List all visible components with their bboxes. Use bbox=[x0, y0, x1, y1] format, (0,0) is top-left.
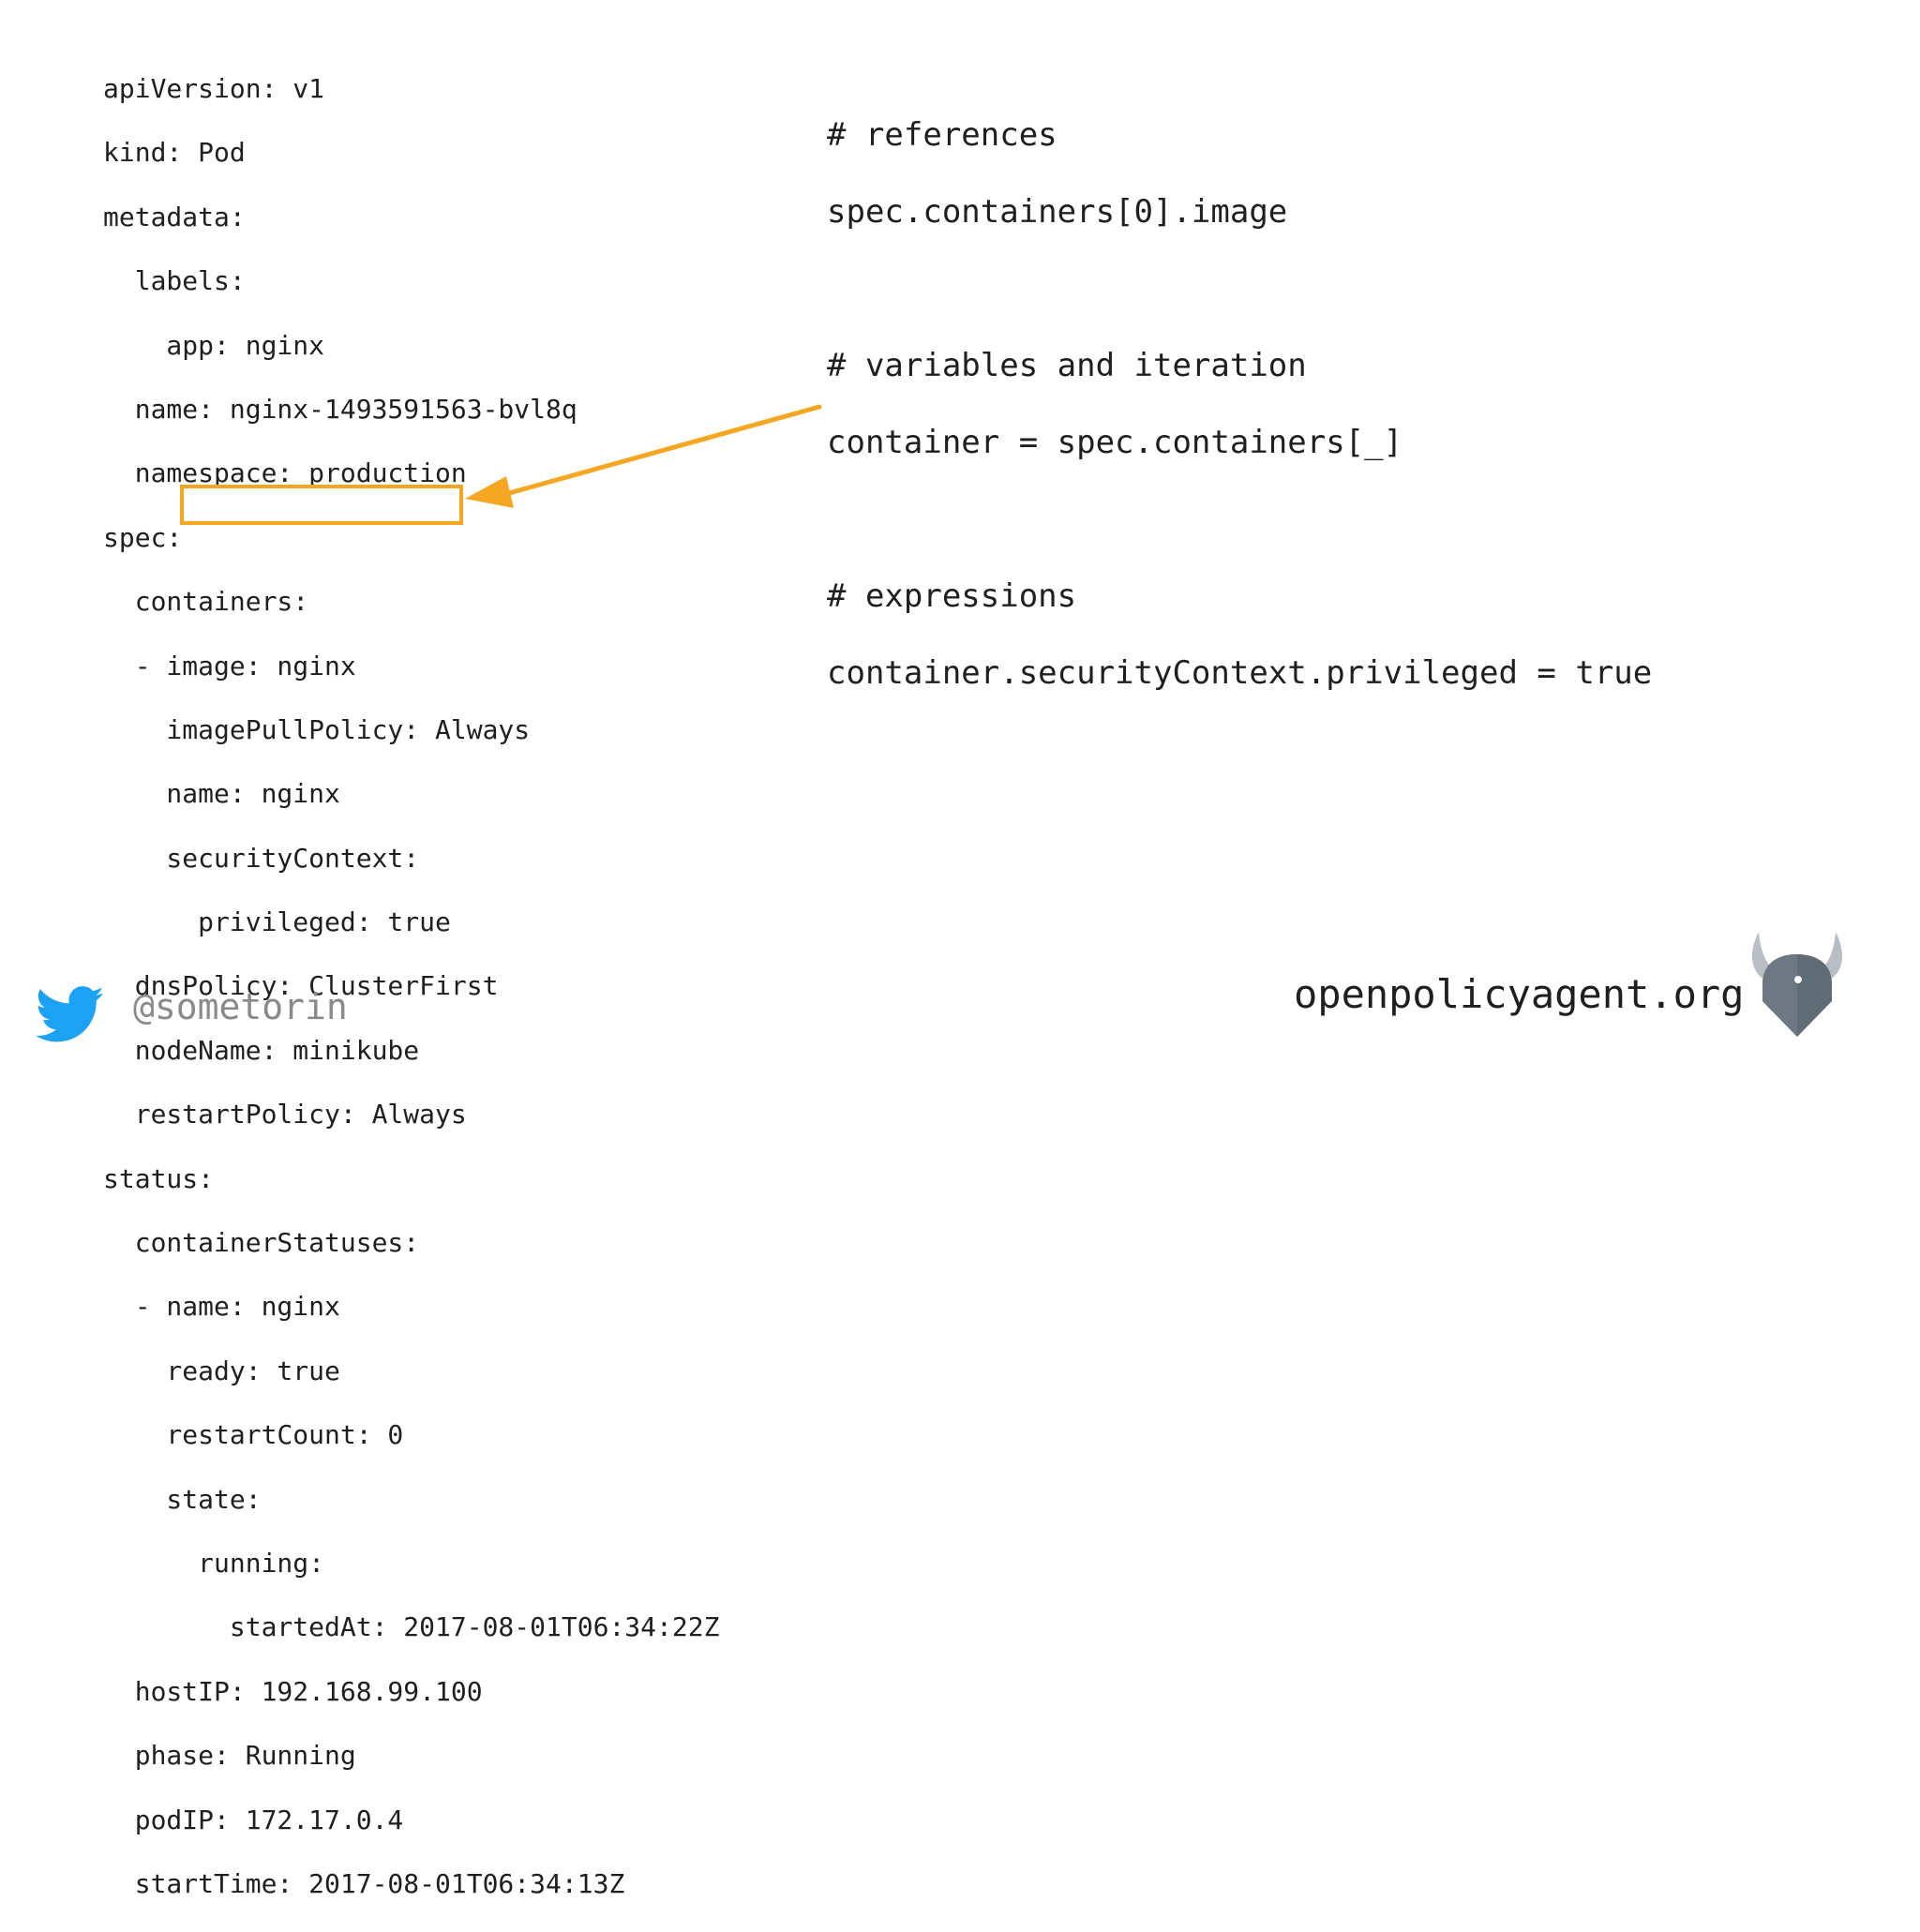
yaml-line-privileged: privileged: true bbox=[103, 906, 451, 938]
yaml-line: restartPolicy: Always bbox=[103, 1099, 467, 1131]
yaml-line: containers: bbox=[103, 586, 309, 618]
rego-line: spec.containers[0].image bbox=[827, 193, 1288, 231]
privileged-highlight-box bbox=[180, 485, 463, 525]
yaml-line: apiVersion: v1 bbox=[103, 73, 325, 104]
yaml-line: running: bbox=[103, 1547, 325, 1579]
yaml-line: imagePullPolicy: Always bbox=[103, 713, 531, 745]
rego-comment-variables: # variables and iteration bbox=[827, 347, 1307, 384]
yaml-line: phase: Running bbox=[103, 1740, 356, 1772]
yaml-line: state: bbox=[103, 1483, 262, 1515]
yaml-line: ready: true bbox=[103, 1355, 340, 1386]
twitter-bird-icon bbox=[36, 986, 104, 1042]
yaml-line: - name: nginx bbox=[103, 1291, 340, 1323]
rego-comment-expressions: # expressions bbox=[827, 577, 1077, 615]
yaml-line: startTime: 2017-08-01T06:34:13Z bbox=[103, 1867, 625, 1899]
rego-line: container.securityContext.privileged = t… bbox=[827, 654, 1653, 692]
yaml-line: startedAt: 2017-08-01T06:34:22Z bbox=[103, 1611, 720, 1643]
yaml-line: name: nginx-1493591563-bvl8q bbox=[103, 393, 578, 425]
yaml-line: labels: bbox=[103, 265, 246, 297]
opa-logo-eye bbox=[1794, 976, 1802, 983]
site-url: openpolicyagent.org bbox=[1294, 971, 1745, 1017]
yaml-line: status: bbox=[103, 1162, 215, 1194]
yaml-line: namespace: production bbox=[103, 457, 467, 489]
yaml-line: nodeName: minikube bbox=[103, 1034, 420, 1066]
yaml-line: podIP: 172.17.0.4 bbox=[103, 1804, 404, 1835]
yaml-line: hostIP: 192.168.99.100 bbox=[103, 1675, 483, 1707]
yaml-line: metadata: bbox=[103, 201, 246, 232]
yaml-line: restartCount: 0 bbox=[103, 1419, 404, 1451]
opa-logo-icon bbox=[1752, 932, 1842, 1037]
rego-line: container = spec.containers[_] bbox=[827, 424, 1403, 461]
yaml-line: app: nginx bbox=[103, 329, 325, 361]
rego-blank bbox=[827, 501, 1652, 539]
opa-logo-helmet-shade bbox=[1762, 954, 1797, 1037]
yaml-line: containerStatuses: bbox=[103, 1227, 420, 1259]
yaml-line: kind: Pod bbox=[103, 137, 246, 169]
yaml-line: - image: nginx bbox=[103, 650, 356, 681]
yaml-line: name: nginx bbox=[103, 778, 340, 810]
rego-examples-block: # references spec.containers[0].image # … bbox=[827, 116, 1652, 731]
rego-blank bbox=[827, 270, 1652, 308]
yaml-line: dnsPolicy: ClusterFirst bbox=[103, 970, 499, 1002]
twitter-handle: @sometorin bbox=[133, 986, 348, 1027]
yaml-line: securityContext: bbox=[103, 842, 420, 874]
yaml-line: spec: bbox=[103, 521, 183, 553]
rego-comment-references: # references bbox=[827, 116, 1058, 154]
